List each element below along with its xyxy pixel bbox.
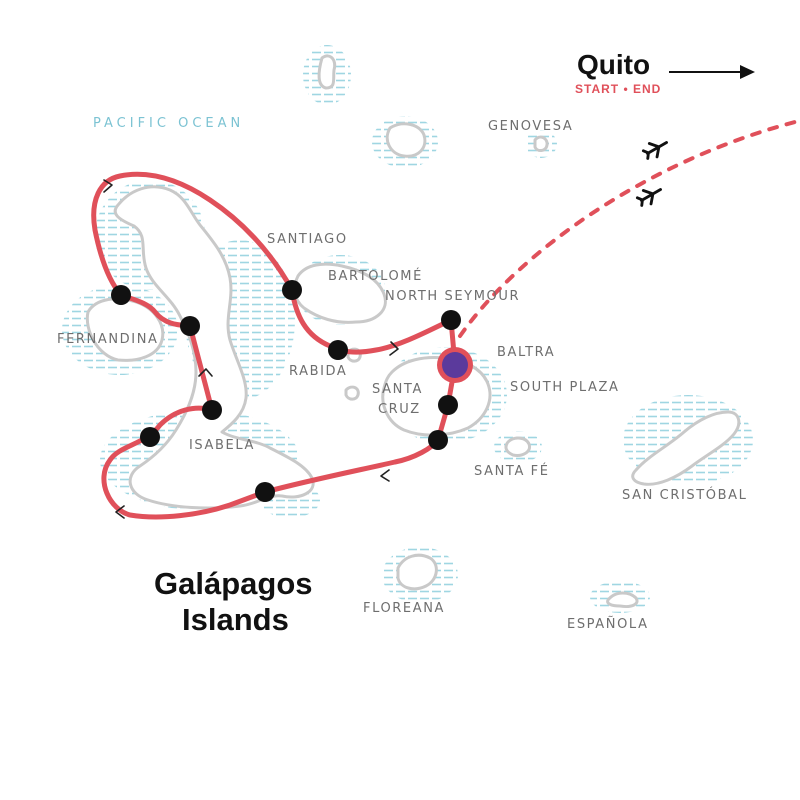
island-label-genovesa: GENOVESA bbox=[488, 119, 573, 134]
airplane-icon bbox=[641, 141, 668, 160]
route-stops bbox=[111, 280, 461, 502]
island-floreana bbox=[396, 553, 438, 591]
island-label-santa-fe: SANTA FÉ bbox=[474, 463, 550, 479]
island-genovesa bbox=[533, 135, 549, 152]
map-title-line2: Islands bbox=[182, 602, 289, 637]
direction-chevrons bbox=[103, 179, 399, 519]
island-label-espanola: ESPAÑOLA bbox=[567, 616, 649, 632]
island-label-isabela: ISABELA bbox=[189, 438, 255, 453]
stop-marker bbox=[441, 310, 461, 330]
island-isabela bbox=[113, 185, 315, 510]
island-label-rabida: RABIDA bbox=[289, 364, 347, 379]
arrow-right-icon bbox=[669, 65, 755, 79]
stop-marker bbox=[202, 400, 222, 420]
island-label-baltra: BALTRA bbox=[497, 345, 555, 360]
island-label-santiago: SANTIAGO bbox=[267, 232, 348, 247]
cruise-route bbox=[91, 171, 458, 520]
stop-marker bbox=[438, 395, 458, 415]
island-label-north-seymour: NORTH SEYMOUR bbox=[385, 289, 520, 304]
ocean-label: PACIFIC OCEAN bbox=[93, 116, 244, 131]
stop-marker bbox=[328, 340, 348, 360]
island-pinta bbox=[317, 54, 337, 90]
island-label-santa-cruz-2: CRUZ bbox=[378, 402, 421, 417]
start-end-marker bbox=[437, 347, 473, 383]
airplane-icon bbox=[635, 188, 662, 207]
island-label-floreana: FLOREANA bbox=[363, 601, 445, 616]
map-title-line1: Galápagos bbox=[154, 566, 313, 601]
island-label-fernandina: FERNANDINA bbox=[57, 332, 159, 347]
island-label-bartolome: BARTOLOMÉ bbox=[328, 268, 423, 284]
island-espanola bbox=[606, 591, 639, 608]
island-pinzon bbox=[344, 385, 360, 401]
island-label-san-cristobal: SAN CRISTÓBAL bbox=[622, 487, 747, 503]
island-san-cristobal bbox=[631, 410, 741, 486]
stop-marker bbox=[180, 316, 200, 336]
island-santiago bbox=[293, 262, 387, 324]
island-santa-fe bbox=[504, 436, 532, 457]
stop-marker bbox=[255, 482, 275, 502]
stop-marker bbox=[111, 285, 131, 305]
island-label-santa-cruz-1: SANTA bbox=[372, 382, 423, 397]
origin-city-label: Quito bbox=[577, 49, 650, 80]
stop-marker bbox=[282, 280, 302, 300]
islands bbox=[85, 54, 741, 608]
flight-path bbox=[458, 120, 797, 338]
stop-marker bbox=[428, 430, 448, 450]
island-label-south-plaza: SOUTH PLAZA bbox=[510, 380, 620, 395]
island-marchena bbox=[385, 122, 427, 158]
origin-tag-label: START • END bbox=[575, 82, 661, 96]
stop-marker bbox=[140, 427, 160, 447]
